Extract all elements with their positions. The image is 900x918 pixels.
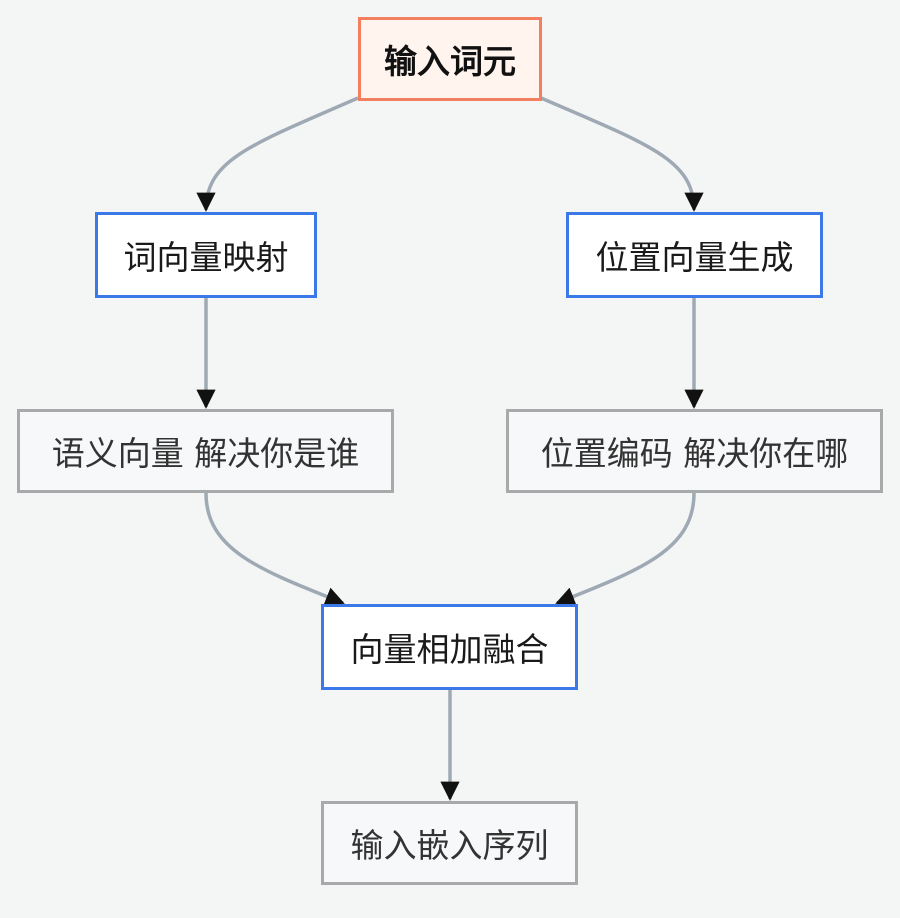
node-input-tokens-label: 输入词元	[384, 42, 516, 81]
node-vector-add-merge-label: 向量相加融合	[350, 630, 549, 669]
node-position-encoding-label: 位置编码 解决你在哪	[540, 434, 849, 473]
node-word-vector-mapping-label: 词向量映射	[123, 238, 289, 277]
node-position-encoding: 位置编码 解决你在哪	[506, 409, 883, 493]
edge-position-to-merge	[555, 492, 696, 606]
node-position-vector-generation: 位置向量生成	[566, 212, 823, 298]
node-input-tokens: 输入词元	[358, 17, 542, 101]
edge-semantic-to-merge	[204, 492, 345, 606]
edge-start-to-pos-vec	[540, 96, 704, 212]
node-input-embedding-sequence-label: 输入嵌入序列	[350, 826, 549, 865]
node-position-vector-generation-label: 位置向量生成	[595, 238, 794, 277]
edge-start-to-word-vec	[196, 96, 359, 212]
node-word-vector-mapping: 词向量映射	[95, 212, 317, 298]
node-semantic-vector: 语义向量 解决你是谁	[17, 409, 394, 493]
node-input-embedding-sequence: 输入嵌入序列	[321, 801, 578, 885]
node-vector-add-merge: 向量相加融合	[321, 604, 578, 690]
node-semantic-vector-label: 语义向量 解决你是谁	[51, 434, 360, 473]
